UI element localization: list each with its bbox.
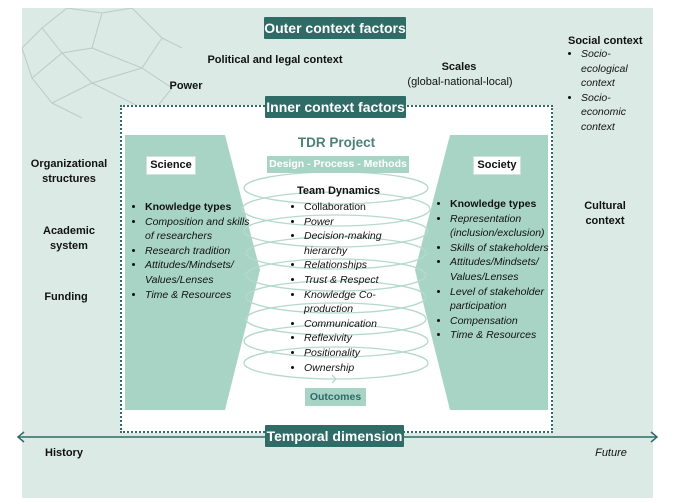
- arrow-right-icon: [650, 431, 659, 443]
- society-item: Skills of stakeholders: [450, 241, 565, 256]
- political-legal-label: Political and legal context: [207, 54, 343, 66]
- society-item: Compensation: [450, 314, 565, 329]
- science-item: Time & Resources: [145, 288, 255, 303]
- outcomes-box: Outcomes: [305, 388, 366, 406]
- future-label: Future: [595, 447, 627, 459]
- society-item: Attitudes/Mindsets/ Values/Lenses: [450, 255, 565, 284]
- inner-context-banner: Inner context factors: [265, 96, 406, 118]
- society-item: Time & Resources: [450, 328, 565, 343]
- hourglass-graphic: [125, 135, 548, 410]
- science-item: Composition and skills of researchers: [145, 215, 255, 244]
- social-context-title: Social context: [568, 35, 643, 47]
- science-item: Research tradition: [145, 244, 255, 259]
- temporal-dimension-banner: Temporal dimension: [265, 425, 404, 447]
- scales-subtitle: (global-national-local): [407, 76, 513, 88]
- organizational-structures-label: Organizational structures: [30, 158, 108, 185]
- society-panel: [415, 135, 548, 410]
- science-list: Knowledge types Composition and skills o…: [132, 200, 255, 302]
- funding-label: Funding: [44, 291, 88, 303]
- society-label: Society: [473, 156, 521, 175]
- scales-title: Scales: [441, 61, 477, 73]
- science-item: Attitudes/Mindsets/ Values/Lenses: [145, 258, 255, 287]
- social-context-item: Socio-economic context: [581, 91, 650, 135]
- arrow-left-icon: [16, 431, 25, 443]
- society-item: Knowledge types: [450, 197, 565, 212]
- social-context-block: Social context Socio-ecological context …: [568, 35, 650, 135]
- team-dynamics-title: Team Dynamics: [297, 185, 380, 197]
- society-item: Level of stakeholder participation: [450, 285, 565, 314]
- science-item: Knowledge types: [145, 200, 255, 215]
- tdr-project-title: TDR Project: [297, 135, 376, 150]
- team-dynamics-list: Collaboration Power Decision-making hier…: [291, 200, 404, 375]
- academic-system-label: Academic system: [43, 225, 95, 252]
- decorative-network-lines: [22, 8, 182, 118]
- society-item: Representation (inclusion/exclusion): [450, 212, 565, 241]
- team-item: Relationships: [304, 258, 404, 273]
- team-item: Communication: [304, 317, 404, 332]
- team-item: Positionality: [304, 346, 404, 361]
- team-item: Reflexivity: [304, 331, 404, 346]
- spiral-icon: [241, 171, 431, 384]
- social-context-list: Socio-ecological context Socio-economic …: [568, 47, 650, 135]
- society-list: Knowledge types Representation (inclusio…: [437, 197, 565, 343]
- social-context-item: Socio-ecological context: [581, 47, 650, 91]
- team-item: Power: [304, 215, 404, 230]
- science-label: Science: [146, 156, 196, 175]
- team-item: Ownership: [304, 361, 404, 376]
- power-label: Power: [169, 80, 203, 92]
- team-item: Knowledge Co-production: [304, 288, 404, 317]
- team-item: Decision-making hierarchy: [304, 229, 404, 258]
- team-item: Collaboration: [304, 200, 404, 215]
- science-panel: [125, 135, 260, 410]
- design-process-methods-bar: Design - Process - Methods: [267, 156, 409, 173]
- history-label: History: [45, 447, 83, 459]
- team-item: Trust & Respect: [304, 273, 404, 288]
- outer-context-banner: Outer context factors: [264, 17, 406, 39]
- cultural-context-label: Cultural context: [584, 200, 626, 227]
